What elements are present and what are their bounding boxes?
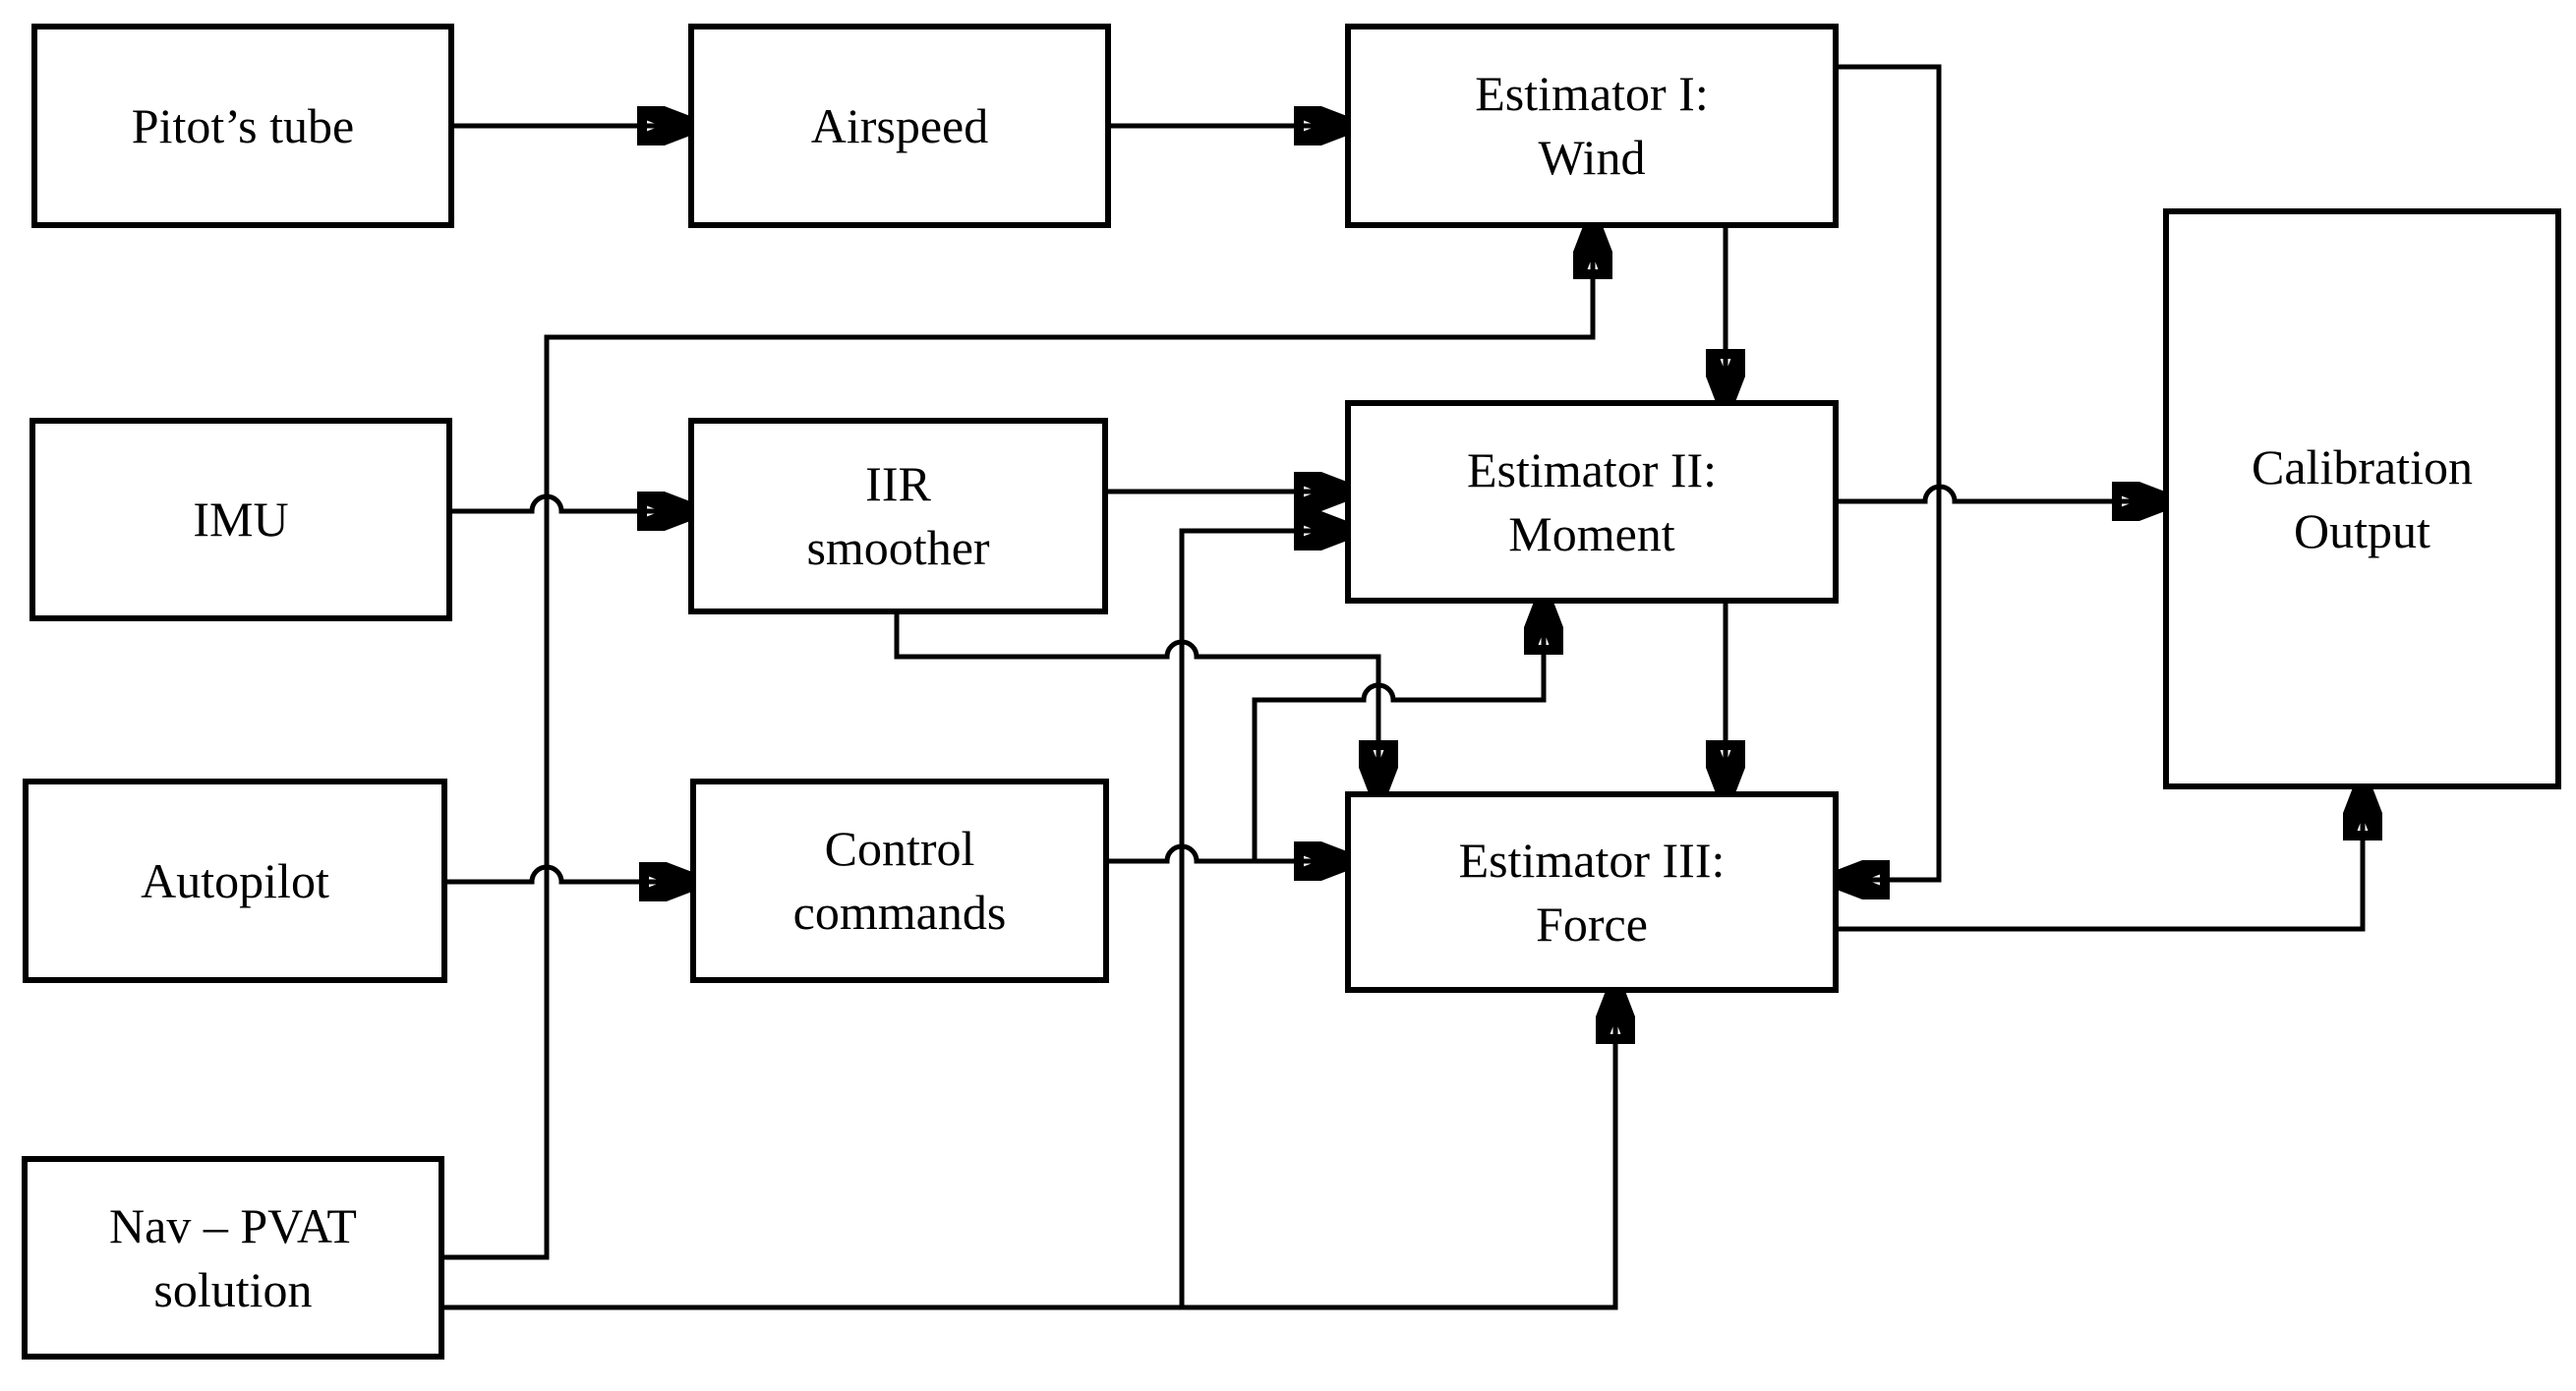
edge-iir-estimator3: [894, 614, 1378, 791]
block-iir-smoother: IIR smoother: [688, 418, 1108, 614]
edge-estimator1-estimator3: [1839, 64, 1942, 880]
edge-nav-estimator2: [1179, 531, 1345, 1307]
block-imu-label: IMU: [193, 492, 289, 547]
block-control-commands: Control commands: [690, 779, 1109, 983]
block-airspeed: Airspeed: [688, 24, 1111, 228]
block-imu: IMU: [29, 418, 452, 621]
block-estimator3-label: Estimator III: Force: [1458, 832, 1726, 952]
block-estimator2-moment: Estimator II: Moment: [1345, 400, 1839, 604]
block-airspeed-label: Airspeed: [810, 97, 989, 153]
block-calibration-output-label: Calibration Output: [2252, 438, 2473, 558]
block-control-commands-label: Control commands: [792, 821, 1007, 940]
block-estimator3-force: Estimator III: Force: [1345, 791, 1839, 993]
block-pitots-tube: Pitot’s tube: [31, 24, 454, 228]
block-autopilot-label: Autopilot: [141, 852, 329, 908]
edge-nav-estimator3: [444, 993, 1615, 1310]
edge-autopilot-control: [447, 867, 690, 882]
block-calibration-output: Calibration Output: [2163, 208, 2561, 789]
edge-estimator2-calibration: [1839, 487, 2163, 501]
block-estimator1-label: Estimator I: Wind: [1475, 66, 1709, 185]
block-nav-pvat-solution: Nav – PVAT solution: [22, 1156, 444, 1360]
edge-control-estimator3: [1108, 846, 1345, 861]
edge-nav-estimator1: [444, 228, 1593, 1260]
edge-imu-iir: [452, 496, 688, 511]
block-iir-smoother-label: IIR smoother: [806, 456, 990, 575]
block-pitots-tube-label: Pitot’s tube: [131, 97, 355, 153]
edge-control-estimator2: [1252, 604, 1544, 861]
block-estimator2-label: Estimator II: Moment: [1466, 441, 1718, 561]
edge-estimator3-calibration: [1839, 789, 2363, 932]
block-estimator1-wind: Estimator I: Wind: [1345, 24, 1839, 228]
block-nav-pvat-label: Nav – PVAT solution: [109, 1197, 357, 1317]
block-autopilot: Autopilot: [23, 779, 447, 983]
